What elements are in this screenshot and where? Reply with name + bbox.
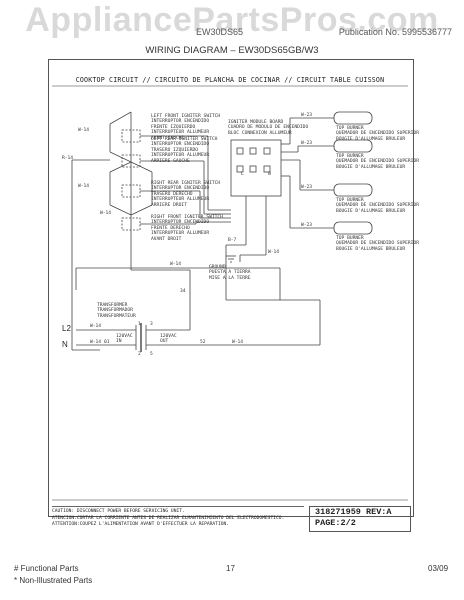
header-publication: Publication No. 5995536777 — [338, 27, 452, 37]
legend-functional: # Functional Parts — [14, 564, 79, 573]
wire-label: 34 — [180, 289, 186, 294]
terminal-label: N — [268, 172, 271, 177]
wire-label: W-14 — [170, 262, 182, 267]
wire-label: 52 — [200, 340, 206, 345]
wire-label: W-14 — [90, 340, 102, 345]
module-label: IGNITER MODULE BOARD CUADRO DE MODULO DE… — [228, 120, 309, 136]
wire-label: 5 — [150, 352, 153, 357]
document-number: 318271959 REV:A — [315, 507, 392, 517]
wire-label: W-14 — [100, 211, 112, 216]
wire-label: B-7 — [228, 238, 237, 243]
wire-label: 2 — [138, 352, 141, 357]
wire-label: W-23 — [301, 223, 313, 228]
page-number: 17 — [226, 564, 235, 573]
footer-date: 03/09 — [428, 564, 449, 573]
switch-label: LEFT REAR IGNITER SWITCH INTERRUPTOR ENC… — [151, 137, 218, 164]
line-l2-label: L2 — [62, 324, 71, 333]
document-id-box: 318271959 REV:A PAGE:2/2 — [309, 506, 411, 532]
header-model: EW30DS65 — [196, 27, 244, 37]
wire-label: W-14 — [232, 340, 244, 345]
wire-label: W-23 — [301, 185, 313, 190]
switch-label: RIGHT FRONT IGNITER SWITCH INTERRUPTOR E… — [151, 215, 223, 242]
burner-label: TOP BURNER QUEMADOR DE ENCENDIDO SUPERIO… — [336, 126, 419, 142]
terminal-label: L — [241, 172, 244, 177]
page-title: WIRING DIAGRAM – EW30DS65GB/W3 — [145, 45, 319, 56]
transformer-label: TRANSFORMER TRANSFORMADOR TRANSFORMATEUR — [97, 303, 136, 319]
wire-label: R-14 — [62, 156, 74, 161]
wire-label: W-14 — [78, 184, 90, 189]
wire-label: 1 — [138, 322, 141, 327]
burner-label: TOP BURNER QUEMADOR DE ENCENDIDO SUPERIO… — [336, 154, 419, 170]
diagram-sheet — [48, 59, 414, 517]
wire-label: 01 — [104, 340, 110, 345]
switch-label: LEFT FRONT IGNITER SWITCH INTERRUPTOR EN… — [151, 114, 221, 141]
wire-label: W-23 — [301, 141, 313, 146]
burner-label: TOP BURNER QUEMADOR DE ENCENDIDO SUPERIO… — [336, 198, 419, 214]
diagram-heading: COOKTOP CIRCUIT // CIRCUITO DE PLANCHA D… — [75, 76, 385, 84]
wire-label: W-14 — [78, 128, 90, 133]
line-n-label: N — [62, 340, 68, 349]
volt-out-label: 120VAC OUT — [160, 334, 177, 345]
wire-label: W-14 — [90, 324, 102, 329]
burner-label: TOP BURNER QUEMADOR DE ENCENDIDO SUPERIO… — [336, 236, 419, 252]
ground-label: GROUND PUESTA A TIERRA MISE A LA TERRE — [209, 265, 251, 281]
watermark-logo: AppliancePartsPros.com — [25, 1, 439, 39]
legend-non-illustrated: * Non-Illustrated Parts — [14, 576, 93, 585]
wire-label: W-14 — [268, 250, 280, 255]
switch-label: RIGHT REAR IGNITER SWITCH INTERRUPTOR EN… — [151, 181, 221, 208]
caution-note: CAUTION: DISCONNECT POWER BEFORE SERVICI… — [52, 506, 304, 529]
wire-label: 3 — [150, 322, 153, 327]
volt-in-label: 120VAC IN — [116, 334, 133, 345]
document-page: PAGE:2/2 — [315, 518, 356, 528]
wire-label: W-23 — [301, 113, 313, 118]
